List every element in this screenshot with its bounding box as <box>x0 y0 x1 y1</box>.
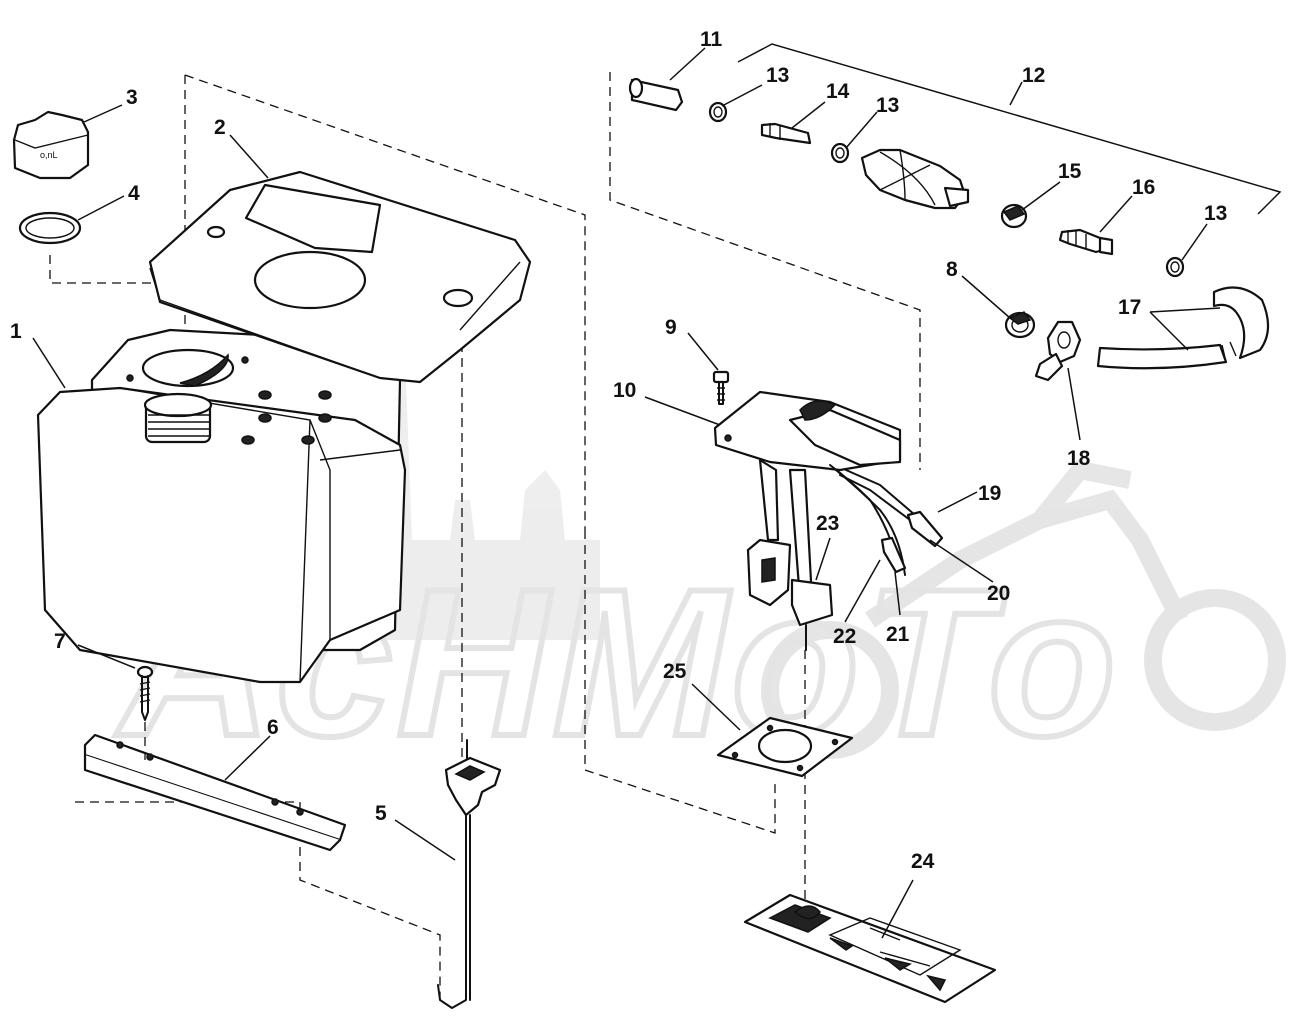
decal-label-24 <box>743 893 997 1004</box>
svg-text:o,nL: o,nL <box>40 150 58 160</box>
callout-6: 6 <box>267 716 279 739</box>
callout-24: 24 <box>911 850 935 873</box>
pickup-gasket-25 <box>716 716 854 778</box>
watermark-frame <box>865 460 1189 628</box>
hose-clip-15 <box>1000 203 1028 229</box>
watermark-wheel-front <box>1144 589 1286 731</box>
callout-14: 14 <box>826 80 850 103</box>
callout-7: 7 <box>54 630 66 653</box>
callout-2: 2 <box>214 116 226 139</box>
callout-11: 11 <box>700 28 723 51</box>
callout-23: 23 <box>816 512 839 535</box>
fuel-hose-17 <box>1096 286 1270 370</box>
pump-bolt <box>712 370 730 405</box>
fuel-pickup-unit <box>713 390 902 651</box>
hose-clip-13b <box>830 142 850 164</box>
callout-17: 17 <box>1118 296 1141 319</box>
connector-clamp-18 <box>1034 320 1082 382</box>
callout-10: 10 <box>613 379 636 402</box>
callout-22: 22 <box>833 625 856 648</box>
quick-connector-16 <box>1058 228 1114 256</box>
fuel-gauge-rod <box>437 739 502 1009</box>
callout-15: 15 <box>1058 160 1082 183</box>
check-valve-14 <box>760 122 812 145</box>
callout-5: 5 <box>375 802 387 825</box>
bracket-screw <box>136 665 154 760</box>
callout-13b: 13 <box>876 94 899 117</box>
callout-25: 25 <box>663 660 687 683</box>
callout-19: 19 <box>978 482 1001 505</box>
callout-4: 4 <box>128 182 140 205</box>
hose-connector-11 <box>628 77 684 112</box>
filler-cap: o,nL <box>12 110 90 180</box>
callout-18: 18 <box>1067 447 1091 470</box>
cap-seal-ring <box>18 211 82 245</box>
callout-1: 1 <box>10 320 22 343</box>
primer-bulb <box>860 148 970 210</box>
callout-numbers: 1 2 3 4 5 6 7 8 9 10 11 12 13 13 13 14 1… <box>10 28 1227 873</box>
tank-cover <box>148 170 532 384</box>
hose-clamp-8 <box>1004 311 1036 339</box>
callout-3: 3 <box>126 86 138 109</box>
mounting-bracket <box>83 733 347 852</box>
hose-clip-13a <box>708 101 728 123</box>
leader-lines <box>32 43 1282 939</box>
fuel-tank <box>36 328 407 684</box>
callout-21: 21 <box>886 623 910 646</box>
callout-20: 20 <box>987 582 1010 605</box>
callout-13c: 13 <box>1204 202 1227 225</box>
callout-13a: 13 <box>766 64 789 87</box>
sender-wires <box>829 464 944 576</box>
hose-clip-13c <box>1165 256 1185 278</box>
callout-9: 9 <box>665 316 677 339</box>
callout-12: 12 <box>1022 64 1045 87</box>
callout-16: 16 <box>1132 176 1155 199</box>
callout-8: 8 <box>946 258 958 281</box>
